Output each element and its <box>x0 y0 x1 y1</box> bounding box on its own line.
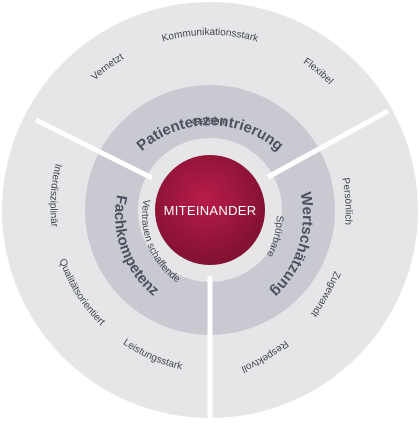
center-label: MITEINANDER <box>164 203 257 218</box>
center-circle <box>155 155 265 265</box>
outer-word-persoenlich: Persönlich <box>339 177 353 225</box>
ring-dividers <box>34 108 390 418</box>
